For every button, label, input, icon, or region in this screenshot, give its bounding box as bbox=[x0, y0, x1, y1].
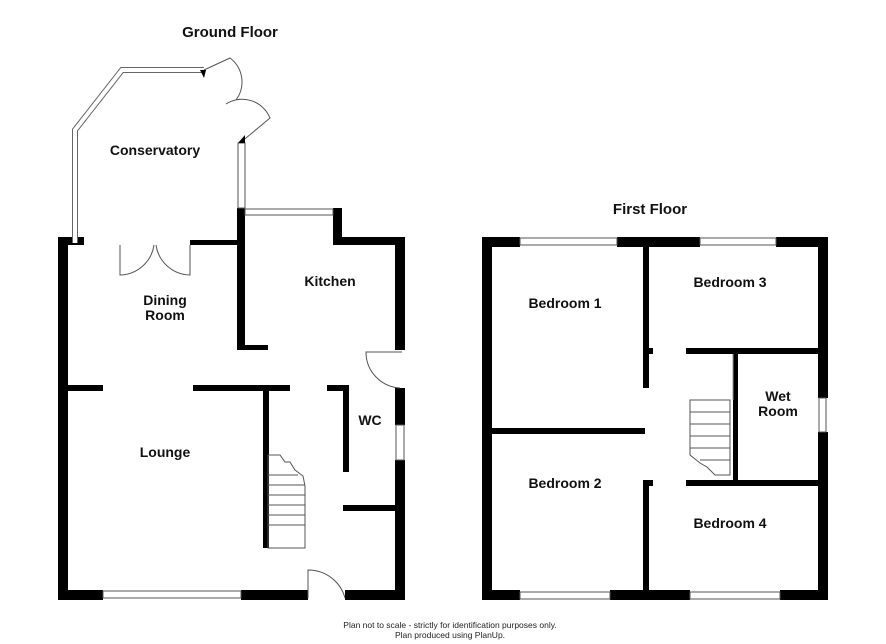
room-label-bedroom-2: Bedroom 2 bbox=[528, 475, 602, 491]
footer-disclaimer: Plan not to scale - strictly for identif… bbox=[343, 620, 557, 630]
room-label-bedroom-4: Bedroom 4 bbox=[693, 515, 767, 531]
room-label-dining-room: Dining Room bbox=[143, 292, 187, 323]
first-floor-walls bbox=[482, 237, 828, 600]
ground-floor-title: Ground Floor bbox=[182, 24, 278, 41]
first-floor-title: First Floor bbox=[612, 201, 688, 218]
footer-credit: Plan produced using PlanUp. bbox=[394, 630, 506, 640]
first-floor-windows bbox=[519, 237, 827, 600]
room-label-conservatory: Conservatory bbox=[109, 142, 201, 158]
room-label-bedroom-3: Bedroom 3 bbox=[693, 274, 767, 290]
room-label-lounge: Lounge bbox=[139, 444, 191, 460]
room-label-wet-room: Wet Room bbox=[758, 388, 798, 419]
room-label-wc: WC bbox=[358, 412, 382, 428]
room-label-kitchen: Kitchen bbox=[304, 273, 356, 289]
room-label-bedroom-1: Bedroom 1 bbox=[528, 295, 602, 311]
ground-floor-walls bbox=[58, 208, 405, 600]
